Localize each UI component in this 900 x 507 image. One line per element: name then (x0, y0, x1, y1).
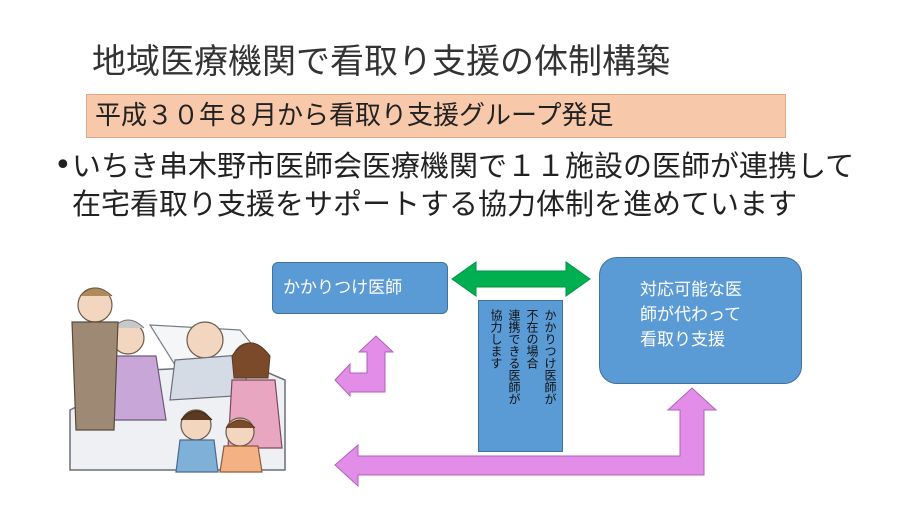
substitute-line-3: 看取り支援 (640, 330, 725, 350)
slide-title: 地域医療機関で看取り支援の体制構築 (92, 42, 670, 82)
substitute-line-2: 師が代わって (640, 305, 742, 325)
bullet-dot: • (54, 148, 72, 183)
patient-head (186, 321, 224, 359)
double-arrow-green (451, 261, 591, 297)
note-column-3: 連携できる医師が (507, 309, 521, 405)
child-hair-2 (225, 419, 256, 429)
note-column-2: 不在の場合 (525, 309, 539, 369)
bent-arrow-violet-large (334, 387, 718, 488)
man-body (71, 321, 119, 431)
woman-hair (231, 342, 271, 379)
bent-arrow-violet-small (334, 335, 395, 398)
bullet-text: いちき串木野市医師会医療機関で１１施設の医師が連携して在宅看取り支援をサポートす… (72, 149, 855, 221)
bedside-family-illustration (69, 287, 286, 473)
child-body-1 (175, 439, 219, 473)
child-body-2 (219, 445, 263, 473)
collaboration-note-box: かかりつけ医師が 不在の場合 連携できる医師が 協力します (478, 300, 563, 452)
family-doctor-box: かかりつけ医師 (272, 262, 448, 314)
substitute-line-1: 対応可能な医 (640, 280, 742, 300)
note-column-1: かかりつけ医師が (543, 309, 557, 405)
man-hair (79, 287, 113, 297)
subtitle-banner: 平成３０年８月から看取り支援グループ発足 (86, 94, 786, 138)
substitute-doctor-box: 対応可能な医 師が代わって 看取り支援 (599, 257, 802, 384)
child-hair-1 (180, 410, 213, 421)
note-column-4: 協力します (489, 309, 503, 369)
